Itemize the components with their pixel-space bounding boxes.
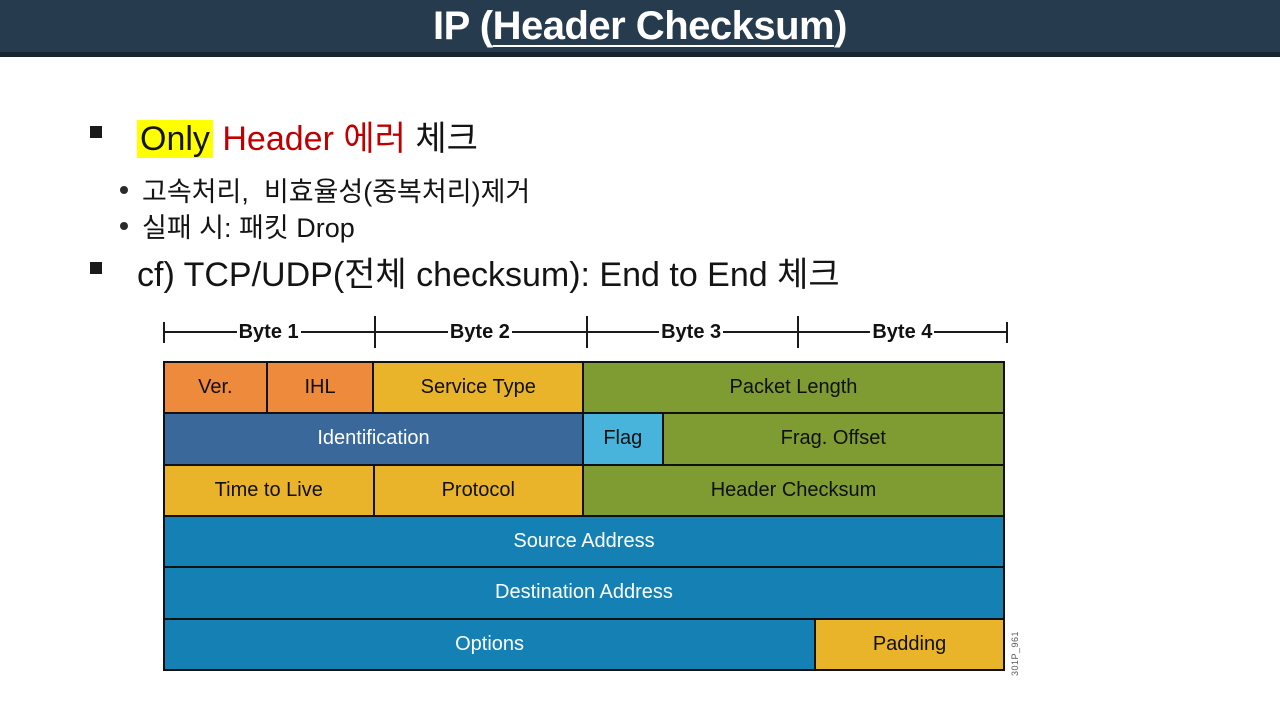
- dot-bullet-icon: [120, 221, 128, 230]
- ruler-tick: [796, 316, 799, 348]
- field-packet-length: Packet Length: [583, 363, 1003, 413]
- diagram-footnote: 301P_961: [1010, 630, 1020, 676]
- title-underlined-text: Header Checksum: [492, 3, 835, 48]
- ruler-tick: [374, 316, 377, 348]
- byte3-section: Byte 3: [585, 316, 797, 348]
- ruler-line: [300, 331, 375, 333]
- byte4-label: Byte 4: [872, 320, 933, 343]
- field-options: Options: [165, 619, 817, 669]
- ruler-tick: [163, 322, 165, 343]
- field-frag-offset: Frag. Offset: [663, 414, 1003, 464]
- byte2-section: Byte 2: [374, 316, 586, 348]
- field-source-address: Source Address: [165, 516, 1003, 567]
- square-bullet-icon: [90, 262, 102, 274]
- sub-bullet-packet-drop: 실패 시: 패킷 Drop: [120, 206, 355, 245]
- byte2-label: Byte 2: [449, 320, 510, 343]
- ruler-tick: [585, 316, 588, 348]
- dot-bullet-icon: [120, 185, 128, 194]
- bullet1-rest: 체크: [415, 120, 478, 158]
- header-field-row: Destination Address: [165, 568, 1003, 620]
- ruler-line: [163, 331, 237, 333]
- bullet-only-header-check: Only Header 에러 체크: [90, 111, 478, 160]
- square-bullet-icon: [90, 126, 102, 138]
- byte1-label: Byte 1: [238, 320, 299, 343]
- bullet-tcp-udp-checksum: cf) TCP/UDP(전체 checksum): End to End 체크: [90, 247, 840, 296]
- sub-bullet1-text: 고속처리, 비효율성(중복처리)제거: [142, 177, 531, 207]
- field-ver-: Ver.: [165, 363, 268, 413]
- bullet1-text: Only Header 에러 체크: [137, 111, 478, 160]
- byte4-section: Byte 4: [796, 316, 1008, 348]
- bullet2-text: cf) TCP/UDP(전체 checksum): End to End 체크: [137, 256, 840, 294]
- title-prefix: IP (: [433, 3, 493, 48]
- sub-bullet2-text: 실패 시: 패킷 Drop: [142, 213, 355, 243]
- bullet1-highlight: Only: [137, 120, 213, 158]
- bullet1-red-text: Header 에러: [222, 120, 406, 158]
- field-padding: Padding: [816, 619, 1003, 669]
- ruler-line: [374, 331, 448, 333]
- byte1-section: Byte 1: [163, 316, 375, 348]
- field-ihl: IHL: [267, 363, 375, 413]
- field-service-type: Service Type: [374, 363, 584, 413]
- byte-ruler: Byte 1 Byte 2 Byte 3 Byte 4: [163, 316, 1008, 348]
- ruler-line: [585, 331, 660, 333]
- header-field-row: Source Address: [165, 516, 1003, 569]
- page-title: IP (Header Checksum): [433, 4, 847, 49]
- field-protocol: Protocol: [374, 465, 584, 515]
- ruler-tick: [1006, 322, 1008, 343]
- ruler-line: [723, 331, 797, 333]
- byte-ruler-sections: Byte 1 Byte 2 Byte 3 Byte 4: [163, 316, 1008, 348]
- field-flag: Flag: [584, 414, 664, 464]
- ruler-line: [511, 331, 586, 333]
- ruler-line: [934, 331, 1008, 333]
- field-destination-address: Destination Address: [165, 568, 1003, 618]
- ruler-line: [796, 331, 871, 333]
- title-suffix: ): [834, 3, 847, 48]
- sub-bullet-fast-processing: 고속처리, 비효율성(중복처리)제거: [120, 170, 530, 209]
- title-bar: IP (Header Checksum): [0, 0, 1280, 57]
- field-header-checksum: Header Checksum: [584, 465, 1003, 515]
- field-identification: Identification: [165, 414, 584, 464]
- byte3-label: Byte 3: [661, 320, 722, 343]
- field-time-to-live: Time to Live: [165, 465, 375, 515]
